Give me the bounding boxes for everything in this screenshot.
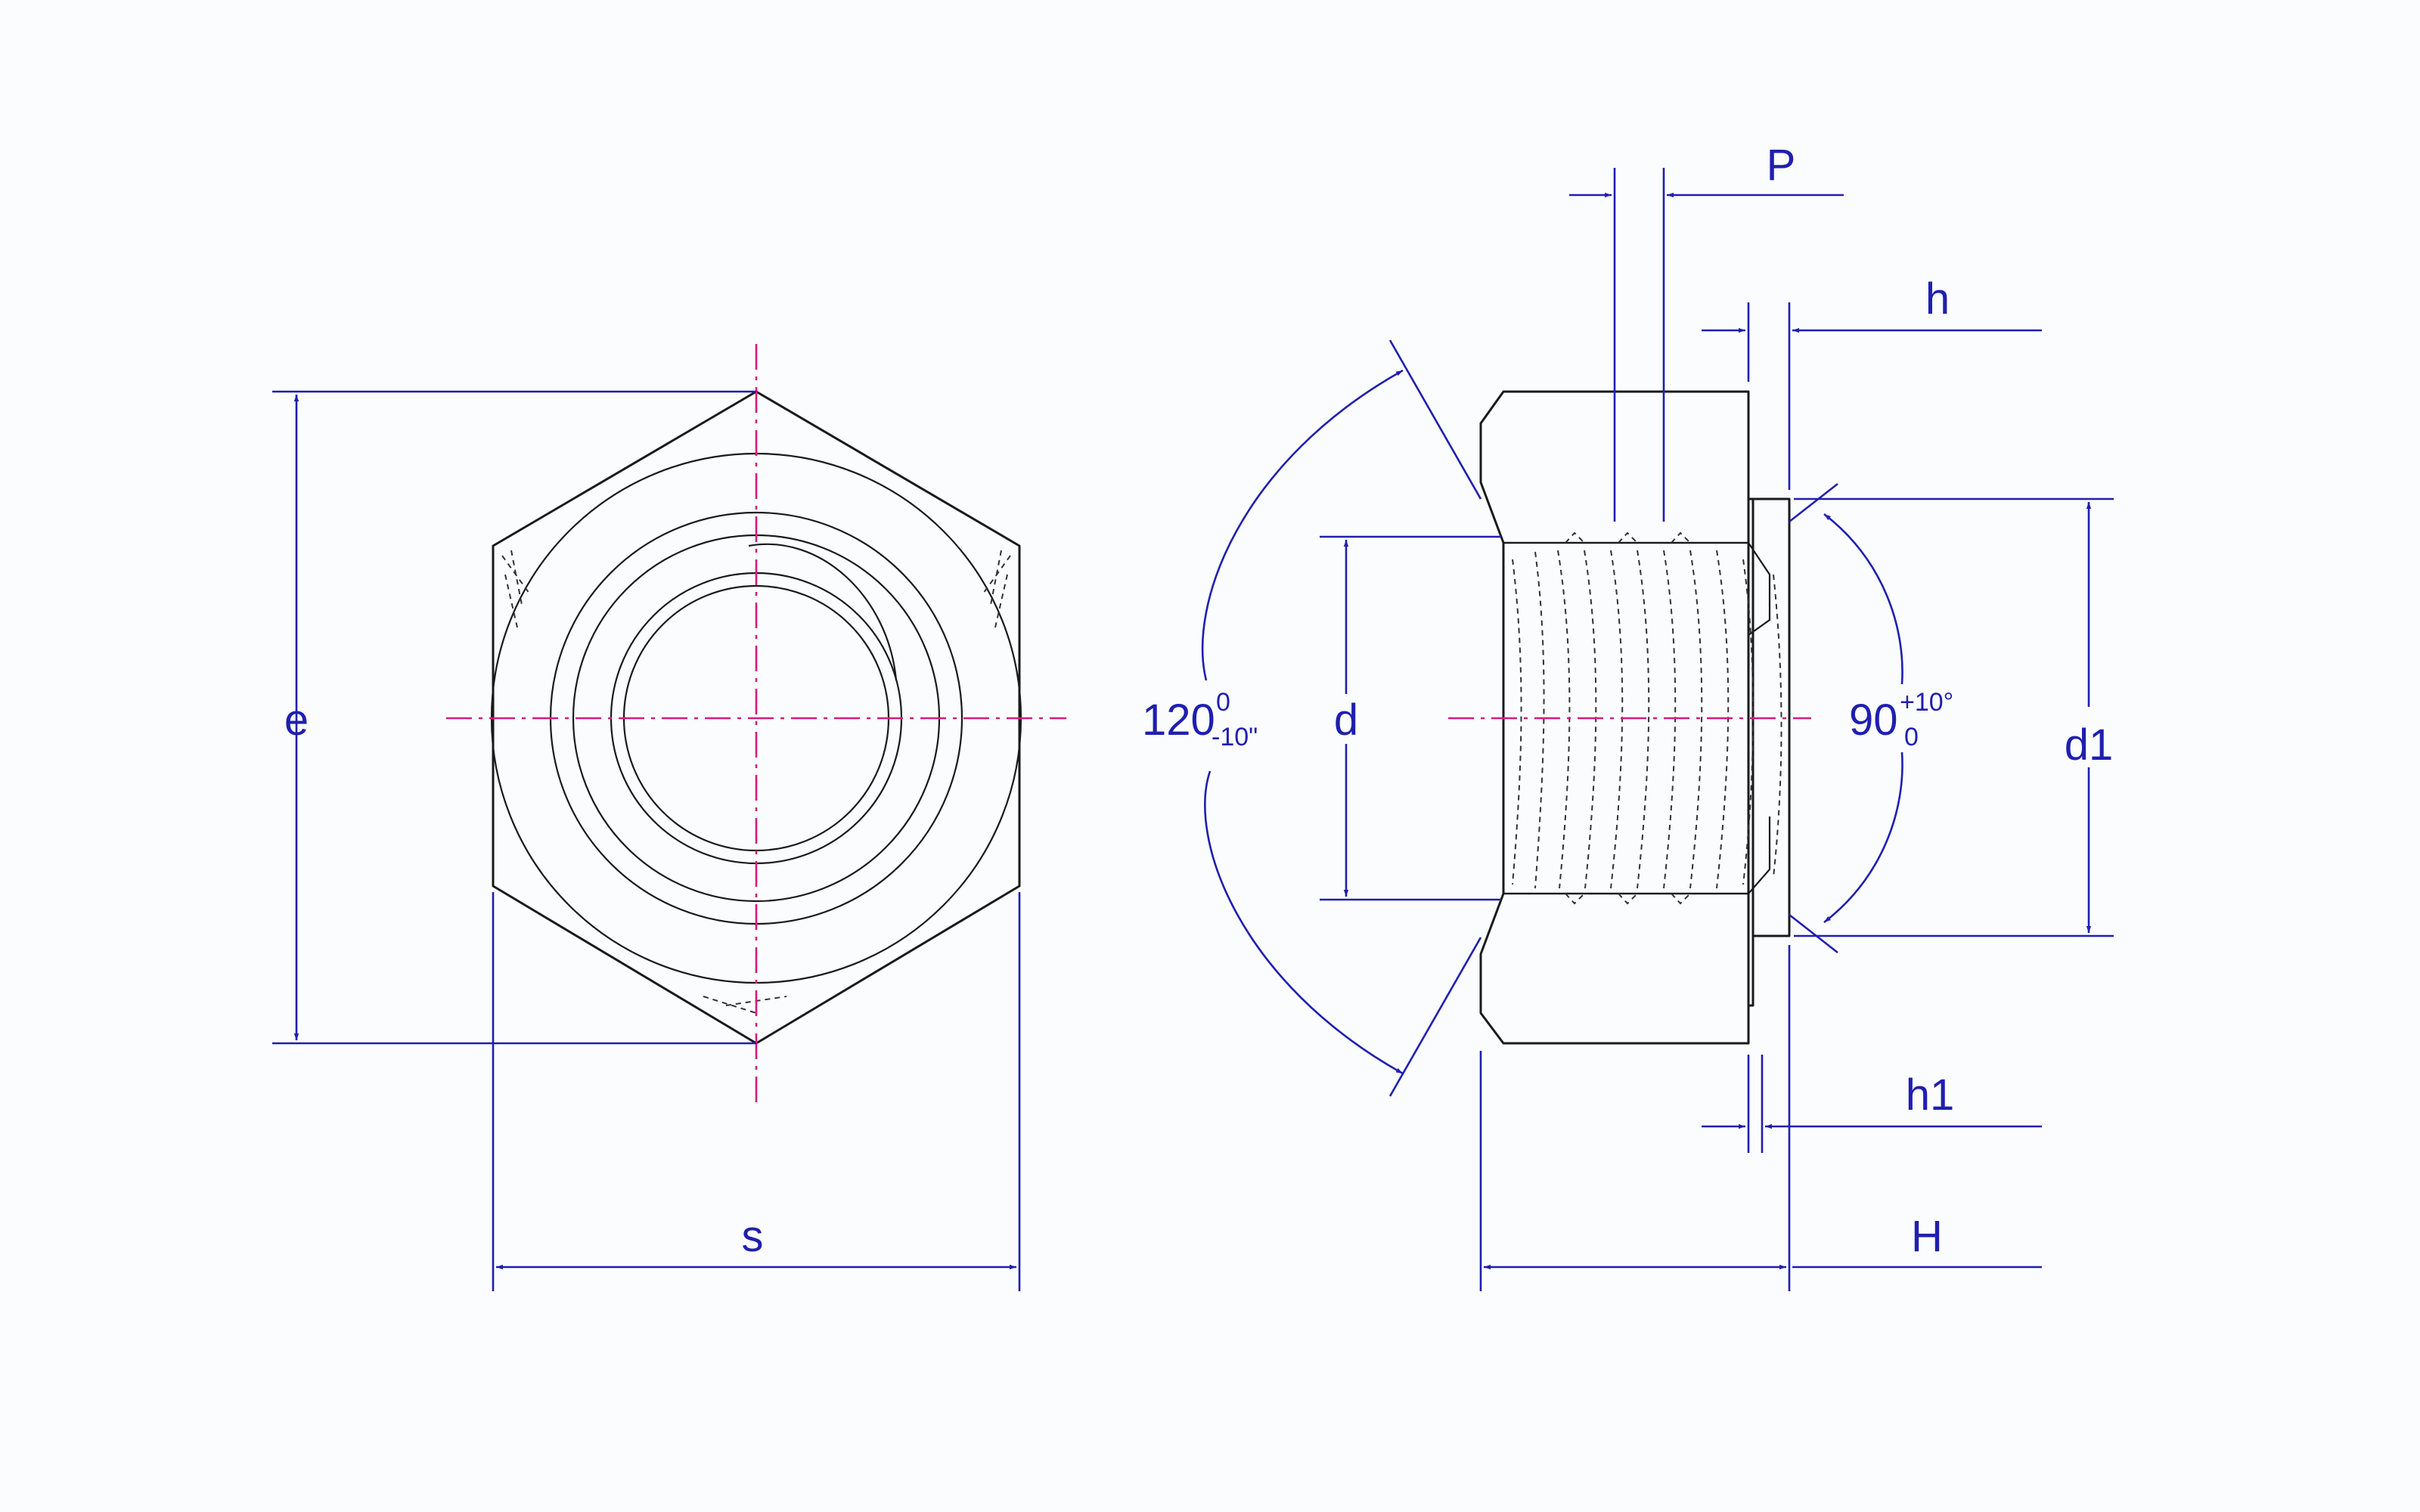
label-h1: h1 — [1906, 1070, 1955, 1120]
label-angle-120-upper: 0 — [1216, 688, 1230, 717]
thread-start-arc — [748, 543, 898, 681]
dimension-h1: h1 — [1702, 1055, 2042, 1153]
dimension-h: h — [1702, 274, 2042, 490]
dimension-p: P — [1569, 141, 1844, 522]
label-e: e — [284, 696, 309, 745]
step-outline — [1748, 497, 1754, 1007]
label-d1: d1 — [2065, 720, 2114, 770]
dimension-big-h: H — [1479, 945, 2042, 1291]
label-angle-120-value: 120 — [1142, 696, 1215, 745]
label-big-h: H — [1911, 1212, 1943, 1261]
dimension-e: e — [272, 390, 756, 1045]
dimension-d: d — [1320, 535, 1501, 901]
front-view — [446, 344, 1066, 1108]
dimension-s: s — [492, 892, 1021, 1291]
label-angle-120-lower: -10" — [1212, 723, 1258, 751]
internal-thread-hidden-lines — [1512, 531, 1782, 905]
label-p: P — [1767, 141, 1796, 190]
bore-outline — [1503, 541, 1771, 895]
label-s: s — [742, 1212, 764, 1261]
label-h: h — [1925, 274, 1950, 324]
collar-outline — [1753, 497, 1791, 937]
dimension-angle-120: 120 0 -10" — [1142, 339, 1482, 1097]
label-angle-90-upper: +10° — [1900, 688, 1953, 717]
label-angle-90-lower: 0 — [1904, 723, 1919, 751]
label-angle-90-value: 90 — [1849, 696, 1898, 745]
dimension-d1: d1 — [1794, 497, 2121, 937]
dimension-angle-90: 90 +10° 0 — [1789, 482, 1953, 954]
label-d: d — [1334, 696, 1358, 745]
side-view — [1448, 390, 1811, 1045]
